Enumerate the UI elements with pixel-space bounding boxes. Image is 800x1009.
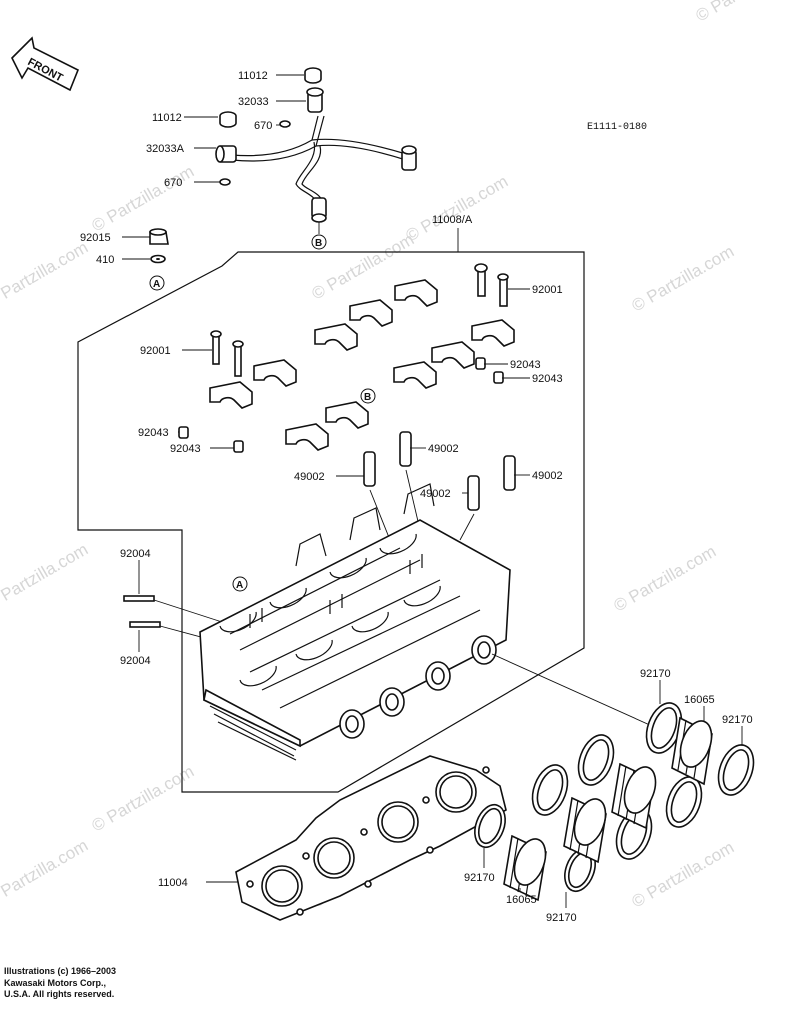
part-label-49002-1: 49002 xyxy=(294,471,325,483)
part-label-92001-left: 92001 xyxy=(140,345,171,357)
copyright-line: Kawasaki Motors Corp., xyxy=(4,977,107,988)
dowel-pins xyxy=(178,357,504,453)
svg-text:A: A xyxy=(236,580,243,591)
part-label-92004-bot: 92004 xyxy=(120,655,151,667)
cap-nut-washer xyxy=(149,228,169,264)
part-label-49002-4: 49002 xyxy=(532,470,563,482)
part-label-92043-r1: 92043 xyxy=(510,359,541,371)
part-label-92170-2: 92170 xyxy=(722,714,753,726)
studs xyxy=(123,595,223,641)
watermark: © Partzilla.com xyxy=(0,540,91,614)
part-label-16065-1: 16065 xyxy=(684,694,715,706)
diagram-code: E1111-0180 xyxy=(587,122,647,133)
intake-holders xyxy=(474,702,755,902)
part-label-92170-1: 92170 xyxy=(640,668,671,680)
part-label-92001-right: 92001 xyxy=(532,284,563,296)
watermark: © Partzilla.com xyxy=(403,172,512,246)
callout-b-mid: B xyxy=(360,388,376,404)
watermark: © Partzilla.com xyxy=(611,542,720,616)
oil-pipe-assembly xyxy=(215,67,417,223)
part-label-670-top: 670 xyxy=(254,120,272,132)
copyright-line: U.S.A. All rights reserved. xyxy=(4,989,115,999)
part-label-11008a: 11008/A xyxy=(432,214,473,226)
svg-text:B: B xyxy=(364,392,371,403)
watermark: © Partzilla.com xyxy=(89,162,198,236)
plug-tubes xyxy=(363,431,516,541)
part-label-16065-2: 16065 xyxy=(506,894,537,906)
part-label-11004: 11004 xyxy=(158,877,188,889)
copyright-line: Illustrations (c) 1966–2003 xyxy=(4,966,117,976)
svg-text:A: A xyxy=(153,279,160,290)
part-label-49002-2: 49002 xyxy=(428,443,459,455)
part-label-670-left: 670 xyxy=(164,177,182,189)
watermark: © Partzilla.com xyxy=(0,238,91,312)
callout-b-top: B xyxy=(311,222,327,250)
part-labels: 11012 32033 11012 670 32033A 670 11008/A… xyxy=(80,70,753,924)
leader-lines xyxy=(122,74,743,908)
svg-text:B: B xyxy=(315,238,322,249)
part-label-92004-top: 92004 xyxy=(120,548,151,560)
part-label-92170-4: 92170 xyxy=(546,912,577,924)
front-arrow: FRONT xyxy=(11,36,80,92)
part-label-49002-3: 49002 xyxy=(420,488,451,500)
watermark: © Partzilla.com xyxy=(0,836,91,910)
watermark: © Partzilla.com xyxy=(89,762,198,836)
camshaft-caps xyxy=(209,279,515,451)
part-label-32033a: 32033A xyxy=(146,143,185,155)
cylinder-head-outline xyxy=(77,251,585,793)
cam-cap-bolts xyxy=(210,263,509,377)
head-gasket xyxy=(206,755,507,921)
part-label-92015: 92015 xyxy=(80,232,111,244)
cylinder-head xyxy=(199,483,653,761)
part-label-92043-l1: 92043 xyxy=(138,427,169,439)
watermark: © Partzilla.com xyxy=(693,0,800,25)
part-label-11012-top: 11012 xyxy=(238,70,268,82)
part-label-92043-l2: 92043 xyxy=(170,443,201,455)
part-label-410: 410 xyxy=(96,254,114,266)
part-label-92043-r2: 92043 xyxy=(532,373,563,385)
watermark: © Partzilla.com xyxy=(629,242,738,316)
part-label-11012-left: 11012 xyxy=(152,112,182,124)
callout-a-top: A xyxy=(149,275,165,291)
part-label-92170-3: 92170 xyxy=(464,872,495,884)
copyright-notice: Illustrations (c) 1966–2003 Kawasaki Mot… xyxy=(4,966,304,1001)
part-label-32033: 32033 xyxy=(238,96,269,108)
callout-a-head: A xyxy=(232,576,248,592)
